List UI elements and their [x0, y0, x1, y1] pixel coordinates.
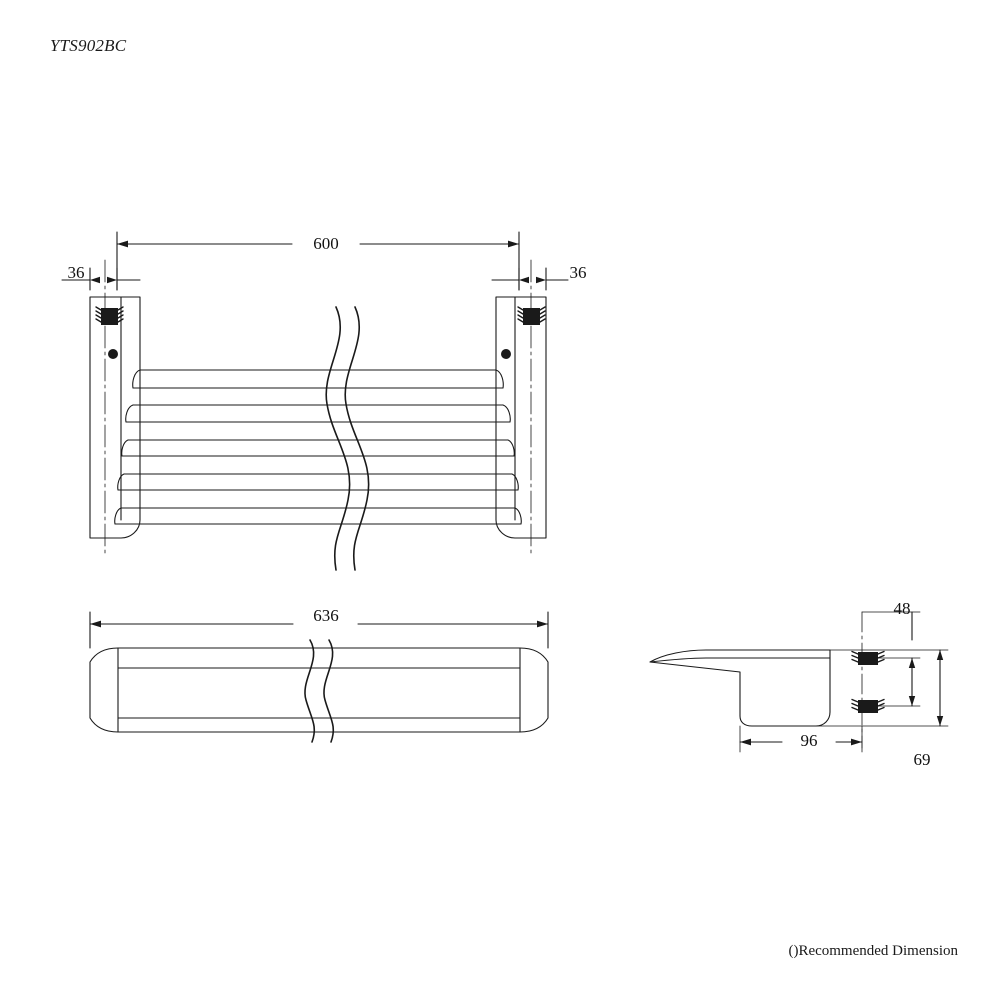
dim-96-label: 96	[800, 731, 818, 750]
left-wall-anchor	[95, 306, 124, 325]
recommended-dimension-note: ()Recommended Dimension	[788, 943, 958, 959]
dim-600-label: 600	[313, 234, 339, 253]
model-code-label: YTS902BC	[50, 36, 127, 55]
dim-36-right-label: 36	[569, 263, 587, 282]
dim-36-left-label: 36	[67, 263, 85, 282]
side-anchor-lower	[851, 698, 885, 713]
dim-69-label: 69	[913, 750, 931, 769]
side-anchor-upper	[851, 650, 885, 665]
right-wall-anchor	[517, 306, 546, 325]
dim-48-label: 48	[893, 599, 911, 618]
front-view-group	[61, 231, 569, 571]
dim-636-label: 636	[313, 606, 339, 625]
side-view-group	[649, 611, 949, 753]
top-view-group	[89, 611, 549, 743]
